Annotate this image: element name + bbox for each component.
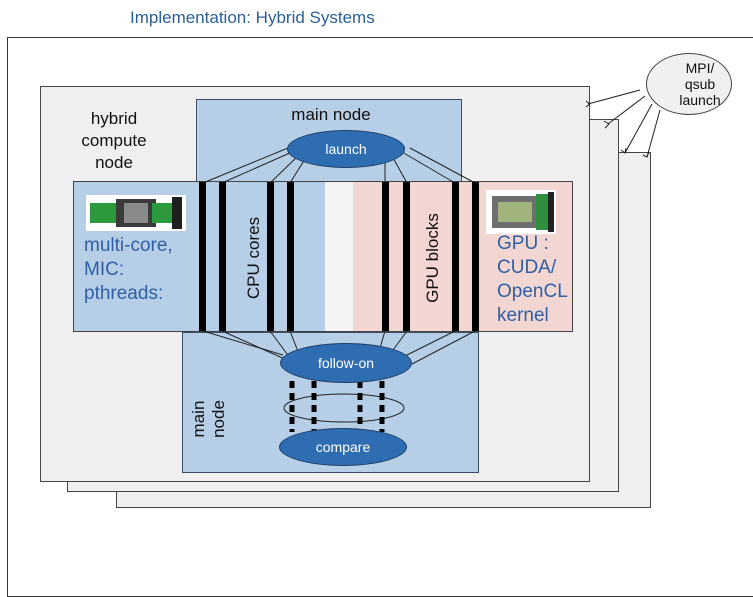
connector-lines	[202, 89, 661, 432]
gpu-blocks-label: GPU blocks	[423, 213, 442, 303]
cpu-cores-label: CPU cores	[244, 216, 263, 300]
cpu-description: multi-core, MIC: pthreads:	[84, 235, 173, 304]
multicore-chip-image	[86, 193, 186, 233]
core-bar	[267, 182, 274, 331]
gpu-bar	[403, 182, 410, 331]
compare-node: compare	[279, 428, 407, 466]
gpu-bar	[472, 182, 479, 331]
core-bar	[287, 182, 294, 331]
follow-on-label: follow-on	[317, 355, 375, 371]
launch-label: launch	[325, 141, 367, 157]
launch-node: launch	[287, 130, 405, 168]
core-bar	[219, 182, 226, 331]
main-node-bottom-label: main node	[189, 400, 228, 438]
core-bar	[199, 182, 206, 331]
band-gap	[325, 182, 353, 331]
mpi-launch-node	[646, 53, 732, 115]
gpu-bar	[452, 182, 459, 331]
gpu-description: GPU : CUDA/ OpenCL kernel	[497, 233, 568, 326]
gpu-bar	[382, 182, 389, 331]
hybrid-node-label: hybrid compute node	[81, 109, 147, 172]
mpi-launch-label: MPI/ qsub launch	[679, 60, 721, 108]
page-title: Implementation: Hybrid Systems	[130, 8, 375, 27]
compare-label: compare	[315, 439, 371, 455]
gpu-chip-image	[486, 190, 556, 234]
main-node-top-label: main node	[291, 105, 371, 124]
follow-on-node: follow-on	[280, 343, 412, 383]
